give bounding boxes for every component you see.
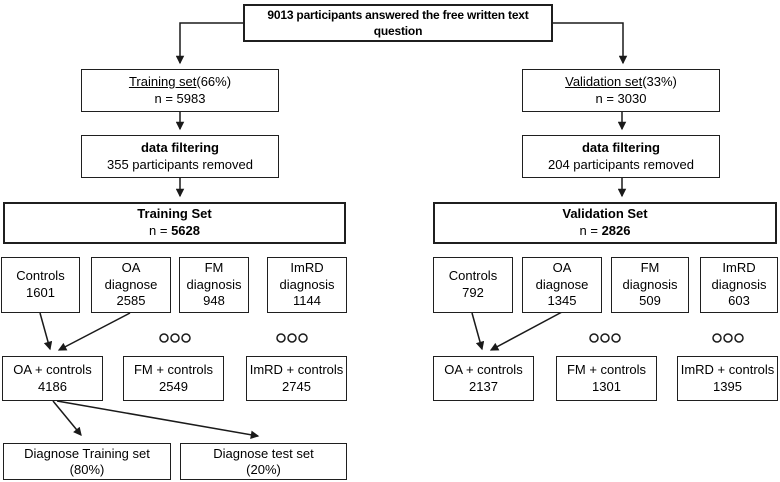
validation-split-title: Validation set(33%)	[565, 73, 677, 89]
group-line: ImRD	[722, 259, 756, 275]
ellipsis-dots-validation-imrd	[712, 333, 744, 343]
training-split-n: n = 5983	[154, 90, 206, 106]
training-set-n: n = 5628	[149, 223, 200, 238]
combo-value: 1395	[713, 378, 742, 394]
combo-value: 2549	[159, 378, 188, 394]
training-group-box-controls: Controls 1601	[1, 257, 80, 313]
validation-combo-box-oa: OA + controls 2137	[433, 356, 534, 401]
arrow-source-to-validation-split	[552, 22, 628, 65]
group-line: diagnose	[104, 276, 158, 292]
training-combo-box-fm: FM + controls 2549	[123, 356, 224, 401]
group-line: 1144	[293, 293, 321, 309]
group-line: Controls	[16, 268, 65, 284]
combo-label: FM + controls	[133, 361, 214, 377]
group-line: OA	[121, 259, 141, 275]
combo-label: OA + controls	[444, 361, 523, 377]
arrow-oa-combo-to-diagnose-test	[56, 400, 260, 439]
group-line: OA	[552, 259, 572, 275]
validation-set-box: Validation Set n = 2826	[433, 202, 777, 244]
validation-split-n: n = 3030	[595, 90, 647, 106]
training-combo-box-imrd: ImRD + controls 2745	[246, 356, 347, 401]
training-group-box-fm: FM diagnosis 948	[179, 257, 249, 313]
training-split-title: Training set(66%)	[128, 73, 232, 89]
validation-group-box-oa: OA diagnose 1345	[522, 257, 602, 313]
validation-group-box-fm: FM diagnosis 509	[611, 257, 689, 313]
ellipsis-dots-validation-fm	[589, 333, 621, 343]
training-group-box-oa: OA diagnose 2585	[91, 257, 171, 313]
ellipsis-dots-training-fm	[159, 333, 191, 343]
validation-filter-detail: 204 participants removed	[548, 156, 694, 172]
group-line: ImRD	[290, 259, 324, 275]
group-line: 1345	[547, 293, 577, 309]
source-line1: 9013 participants answered the free writ…	[267, 7, 529, 22]
training-filter-box: data filtering 355 participants removed	[81, 135, 279, 178]
combo-value: 2137	[469, 378, 498, 394]
training-filter-detail: 355 participants removed	[107, 156, 253, 172]
training-set-box: Training Set n = 5628	[3, 202, 346, 244]
arrow-validation-oa-to-oa-combo	[489, 311, 563, 351]
group-line: FM	[640, 259, 660, 275]
combo-label: OA + controls	[13, 361, 92, 377]
group-line: FM	[204, 259, 224, 275]
group-line: 603	[728, 293, 750, 309]
diagnose-test-set-box: Diagnose test set (20%)	[180, 443, 347, 480]
diagnose-train-label: Diagnose Training set	[24, 445, 150, 461]
arrow-training-controls-to-oa-combo	[39, 312, 53, 351]
combo-label: ImRD + controls	[249, 361, 344, 377]
arrow-training-oa-to-oa-combo	[57, 312, 131, 351]
validation-set-title: Validation Set	[562, 206, 648, 222]
combo-label: FM + controls	[566, 361, 647, 377]
group-line: diagnosis	[622, 276, 678, 292]
validation-group-box-imrd: ImRD diagnosis 603	[700, 257, 778, 313]
combo-value: 2745	[282, 378, 311, 394]
training-filter-title: data filtering	[140, 139, 219, 155]
combo-value: 1301	[592, 378, 621, 394]
validation-split-box: Validation set(33%) n = 3030	[522, 69, 720, 112]
training-combo-box-oa: OA + controls 4186	[2, 356, 103, 401]
group-line: 2585	[116, 293, 146, 309]
training-group-box-imrd: ImRD diagnosis 1144	[267, 257, 347, 313]
arrow-validation-controls-to-oa-combo	[471, 312, 485, 351]
group-line: diagnosis	[279, 276, 335, 292]
validation-set-n: n = 2826	[579, 223, 631, 238]
diagnose-training-set-box: Diagnose Training set (80%)	[3, 443, 171, 480]
validation-combo-box-fm: FM + controls 1301	[556, 356, 657, 401]
training-split-box: Training set(66%) n = 5983	[81, 69, 279, 112]
arrow-oa-combo-to-diagnose-train	[52, 400, 82, 436]
combo-value: 4186	[38, 378, 67, 394]
group-line: diagnosis	[186, 276, 242, 292]
validation-filter-box: data filtering 204 participants removed	[522, 135, 720, 178]
arrow-source-to-training-split	[175, 22, 243, 65]
group-line: Controls	[448, 268, 498, 284]
group-line: 1601	[26, 285, 55, 300]
group-line: 509	[639, 293, 661, 309]
validation-filter-title: data filtering	[581, 139, 660, 155]
diagnose-test-label: Diagnose test set	[213, 445, 314, 461]
combo-label: ImRD + controls	[680, 361, 775, 377]
validation-combo-box-imrd: ImRD + controls 1395	[677, 356, 778, 401]
group-line: 948	[203, 293, 225, 309]
group-line: diagnosis	[711, 276, 767, 292]
ellipsis-dots-training-imrd	[276, 333, 308, 343]
source-box: 9013 participants answered the free writ…	[243, 4, 553, 42]
diagnose-train-pct: (80%)	[69, 461, 105, 477]
training-set-title: Training Set	[137, 206, 212, 222]
diagnose-test-pct: (20%)	[246, 461, 281, 477]
validation-group-box-controls: Controls 792	[433, 257, 513, 313]
source-line2: question	[373, 24, 423, 38]
group-line: diagnose	[535, 276, 589, 292]
group-line: 792	[462, 285, 484, 300]
